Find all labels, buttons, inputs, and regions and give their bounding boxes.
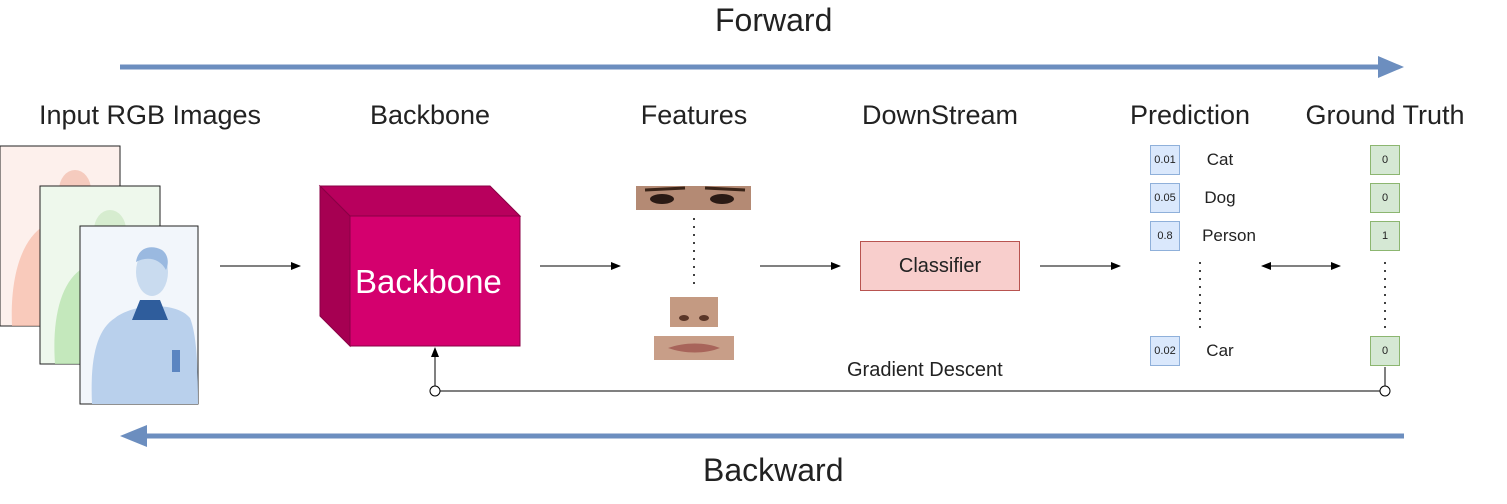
classifier-block: Classifier xyxy=(860,241,1020,291)
prediction-score-dog: 0.05 xyxy=(1150,183,1180,213)
ground-truth-dog: 0 xyxy=(1370,183,1400,213)
feature-eyes xyxy=(636,186,751,210)
class-name-cat: Cat xyxy=(1206,150,1234,169)
input-image-blue xyxy=(79,225,199,405)
feature-mouth xyxy=(654,336,734,360)
gradient-descent-path xyxy=(429,347,1391,397)
backbone-block-label: Backbone xyxy=(355,263,502,300)
header-prediction: Prediction xyxy=(1129,100,1251,130)
header-downstream: DownStream xyxy=(861,100,1019,130)
ground-truth-car: 0 xyxy=(1370,336,1400,366)
header-features: Features xyxy=(640,100,748,130)
backward-label: Backward xyxy=(703,452,844,488)
class-name-person: Person xyxy=(1202,226,1256,245)
header-backbone: Backbone xyxy=(369,100,491,130)
class-name-car: Car xyxy=(1206,341,1234,360)
class-name-dog: Dog xyxy=(1204,188,1236,207)
forward-arrow xyxy=(120,56,1404,78)
prediction-score-car: 0.02 xyxy=(1150,336,1180,366)
prediction-score-cat: 0.01 xyxy=(1150,145,1180,175)
backward-arrow xyxy=(120,425,1404,447)
classifier-label: Classifier xyxy=(898,254,982,277)
ground-truth-person: 1 xyxy=(1370,221,1400,251)
backbone-cube xyxy=(318,184,522,348)
gradient-descent-label: Gradient Descent xyxy=(847,359,1003,381)
forward-label: Forward xyxy=(715,2,833,38)
header-ground-truth: Ground Truth xyxy=(1305,100,1465,130)
prediction-score-person: 0.8 xyxy=(1150,221,1180,251)
feature-nose xyxy=(670,297,718,327)
ground-truth-cat: 0 xyxy=(1370,145,1400,175)
header-input: Input RGB Images xyxy=(38,100,262,130)
